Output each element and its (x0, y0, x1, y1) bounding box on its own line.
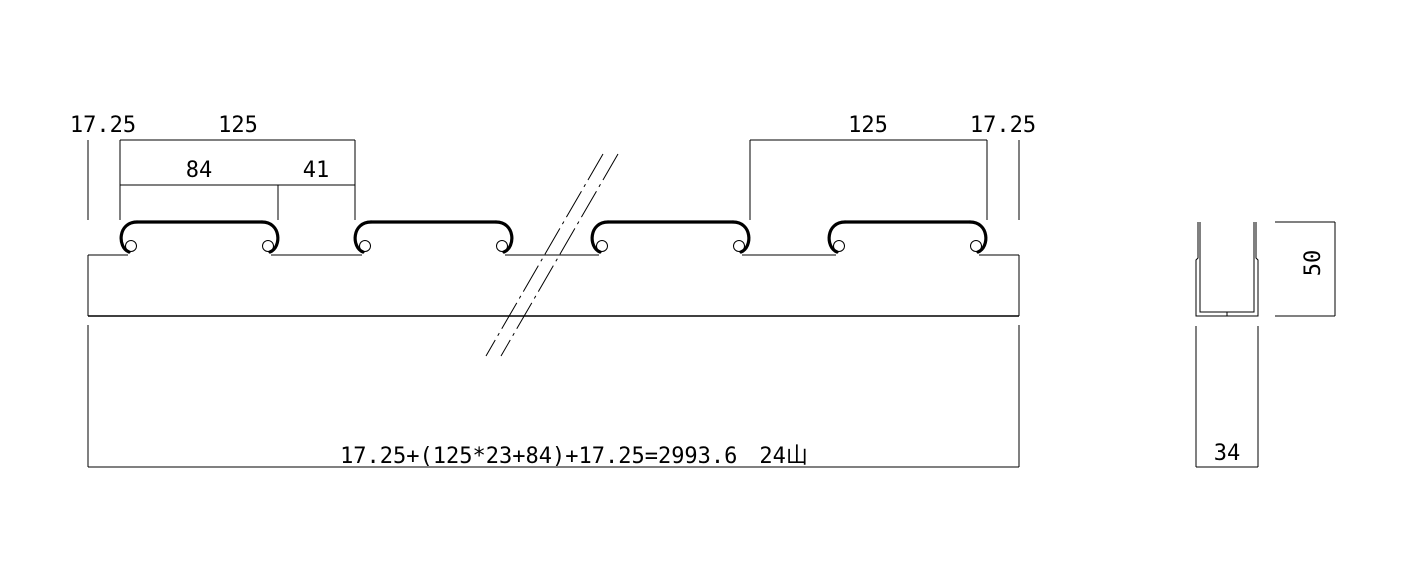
dim-slot-gap: 41 (303, 158, 330, 183)
side-dimension-lines (1195, 221, 1336, 468)
hook-curl (970, 240, 982, 252)
break-lines (485, 153, 619, 357)
hook-slot (827, 220, 988, 254)
hook-slot (353, 220, 514, 254)
hook-curl (833, 240, 845, 252)
panel-body (87, 254, 1020, 317)
dimension-lines (87, 139, 1020, 468)
dim-left-edge: 17.25 (70, 113, 136, 138)
hook-slots (119, 220, 988, 254)
dim-right-pitch: 125 (848, 113, 888, 138)
right-hook (494, 220, 514, 254)
hook-curl (733, 240, 745, 252)
dim-left-pitch: 125 (218, 113, 258, 138)
side-view: 50 34 (1195, 221, 1336, 468)
dim-right-edge: 17.25 (970, 113, 1036, 138)
dim-height: 50 (1301, 250, 1326, 277)
channel-profile (1195, 222, 1259, 317)
hook-curl (496, 240, 508, 252)
dim-width: 34 (1214, 441, 1241, 466)
right-hook (731, 220, 751, 254)
right-hook (260, 220, 280, 254)
hook-slot (590, 220, 751, 254)
left-hook (119, 220, 139, 254)
dim-total-length: 17.25+(125*23+84)+17.25=2993.6 24山 (340, 444, 808, 469)
front-view: 17.25 125 84 41 125 17.25 17.25+(125*23+… (70, 113, 1036, 469)
dim-slot-width: 84 (186, 158, 213, 183)
left-hook (353, 220, 373, 254)
right-hook (968, 220, 988, 254)
hook-curl (125, 240, 137, 252)
hook-curl (596, 240, 608, 252)
hook-slot (119, 220, 280, 254)
hook-curl (359, 240, 371, 252)
left-hook (590, 220, 610, 254)
hook-curl (262, 240, 274, 252)
left-hook (827, 220, 847, 254)
